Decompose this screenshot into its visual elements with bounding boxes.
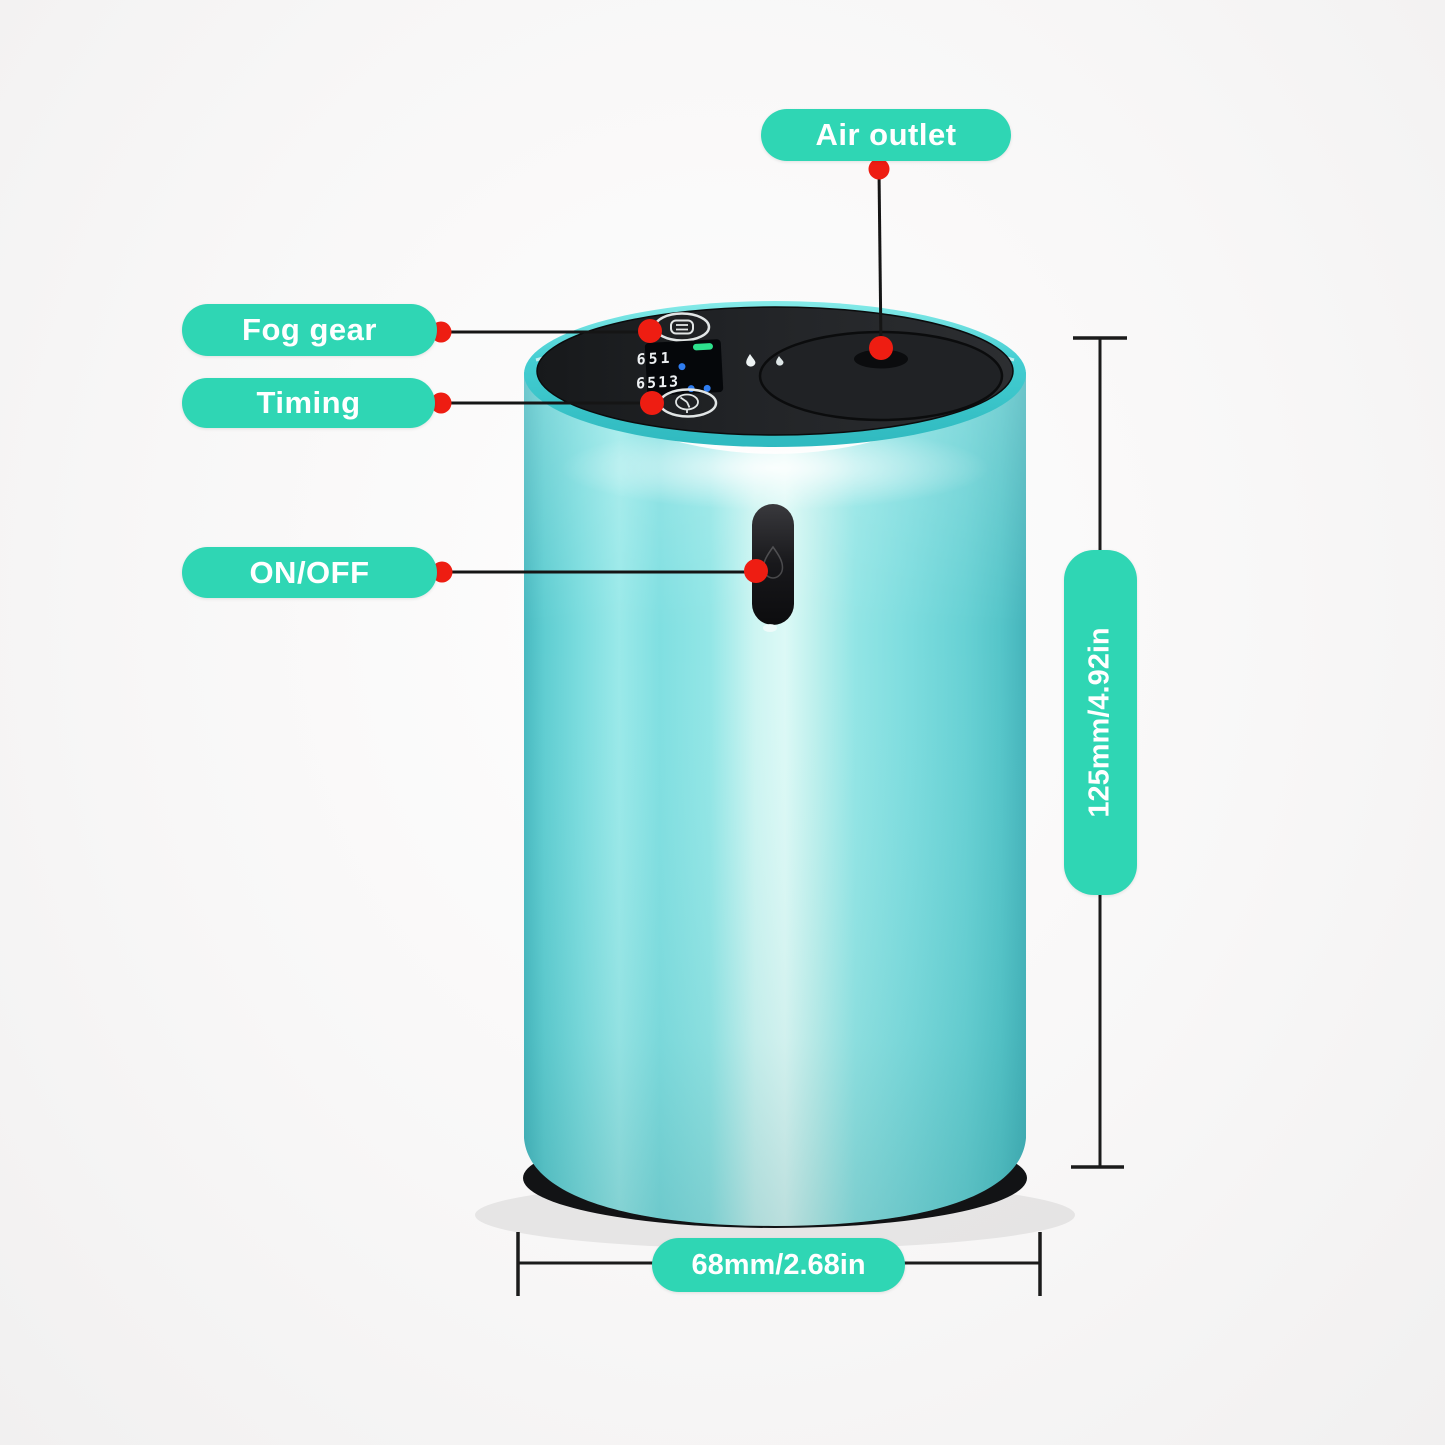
fog-lines-icon	[670, 319, 694, 335]
pointer-dot-timing-label	[430, 392, 452, 414]
callout-air-outlet-label: Air outlet	[815, 117, 957, 152]
display-row1: 651	[636, 349, 672, 369]
callout-on-off: ON/OFF	[182, 547, 437, 598]
callout-fog-gear: Fog gear	[182, 304, 437, 356]
dim-height-pill: 125mm/4.92in	[1064, 550, 1137, 895]
dim-width-label: 68mm/2.68in	[691, 1248, 866, 1281]
pointer-dot-air-outlet-label	[868, 158, 890, 180]
callout-fog-gear-label: Fog gear	[242, 312, 377, 347]
clock-icon	[675, 393, 699, 413]
pointer-lines	[441, 169, 883, 574]
pointer-dots	[430, 158, 893, 583]
shoulder-highlight	[560, 426, 990, 510]
mist-droplet-icon	[746, 354, 756, 367]
mist-droplet-icon	[776, 356, 784, 366]
display-green-indicator	[692, 343, 713, 351]
power-button-glint	[763, 624, 777, 632]
droplet-icon	[762, 545, 784, 579]
dim-height-label: 125mm/4.92in	[1084, 627, 1117, 818]
callout-timing: Timing	[182, 378, 435, 428]
callout-on-off-label: ON/OFF	[249, 554, 370, 590]
pointer-dot-timing-button	[640, 391, 664, 415]
callout-timing-label: Timing	[256, 385, 361, 420]
display-screen: 651 6513	[636, 339, 724, 396]
display-blue-dot-3	[703, 384, 711, 392]
pointer-dot-air-outlet	[869, 336, 893, 360]
display-row2: 6513	[636, 372, 680, 392]
device-body-shading	[524, 372, 1026, 1226]
dim-width-pill: 68mm/2.68in	[652, 1238, 905, 1292]
display-blue-dot-1	[678, 363, 686, 371]
callout-air-outlet: Air outlet	[761, 109, 1011, 161]
power-button	[752, 504, 794, 625]
pointer-dot-on-off-label	[431, 561, 453, 583]
pointer-dot-fog-gear-button	[638, 319, 662, 343]
pointer-line-air-outlet	[877, 169, 883, 348]
pointer-dot-power-button	[744, 559, 768, 583]
